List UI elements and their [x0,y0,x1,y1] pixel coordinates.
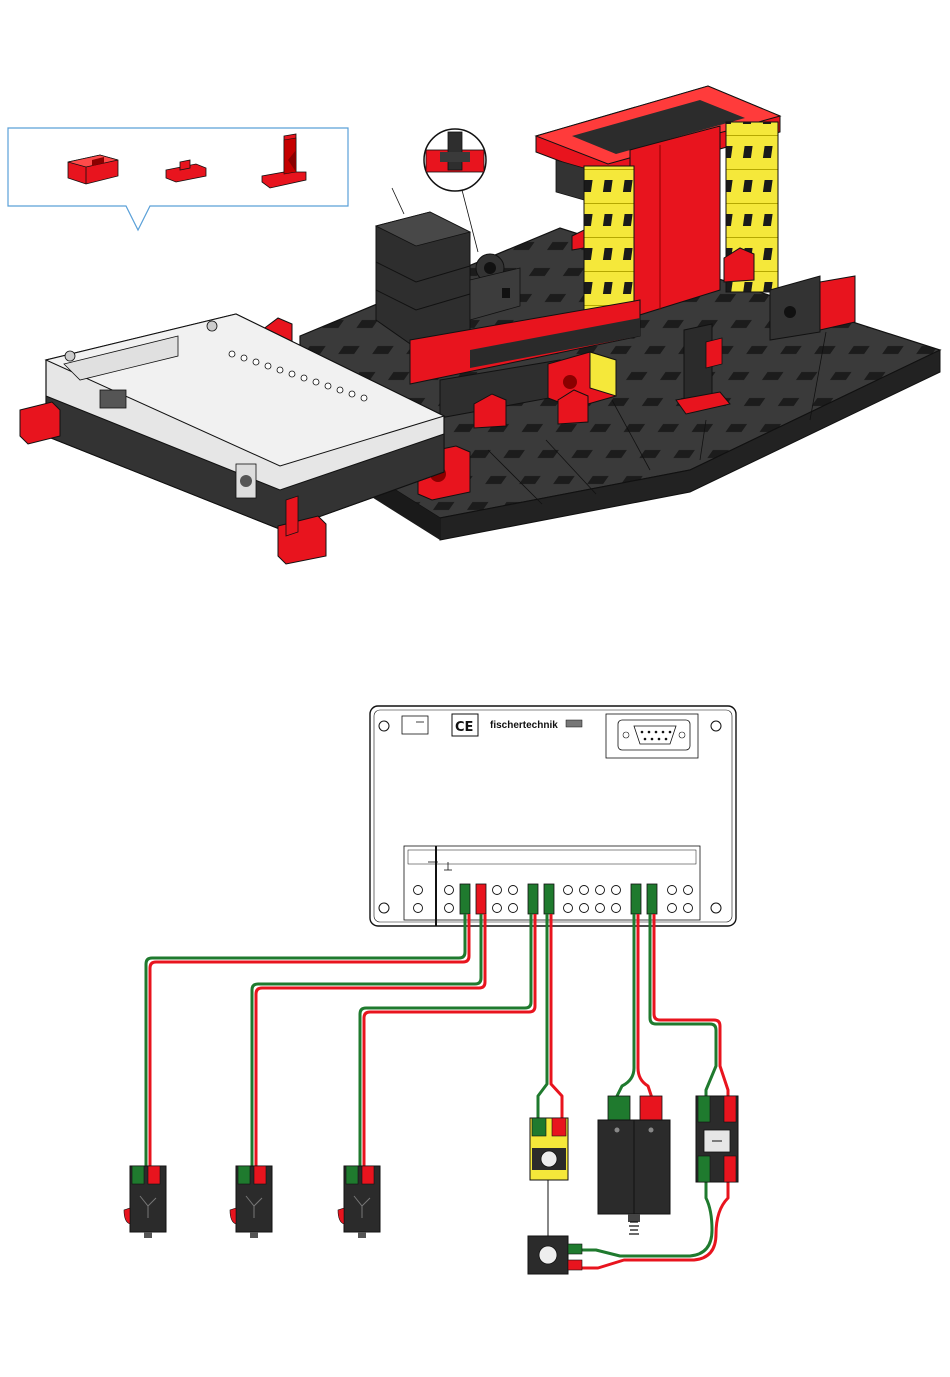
parts-callout [8,128,348,230]
pushbutton-switch-2 [230,1166,272,1238]
pushbutton-switch-1 [124,1166,166,1238]
mounting-screw-icon [379,721,389,731]
controller-panel: CE fischertechnik [370,706,736,926]
relay [696,1096,738,1182]
phototransistor [530,1118,568,1180]
serial-port-icon [606,714,698,758]
wiring-diagram: CE fischertechnik [124,706,738,1274]
motor [598,1096,670,1234]
lamp [528,1236,582,1274]
ce-mark-text: CE [455,720,473,735]
pushbutton-switch-3 [338,1166,380,1238]
model-illustration [8,86,940,564]
brand-label: fischertechnik [490,720,558,731]
